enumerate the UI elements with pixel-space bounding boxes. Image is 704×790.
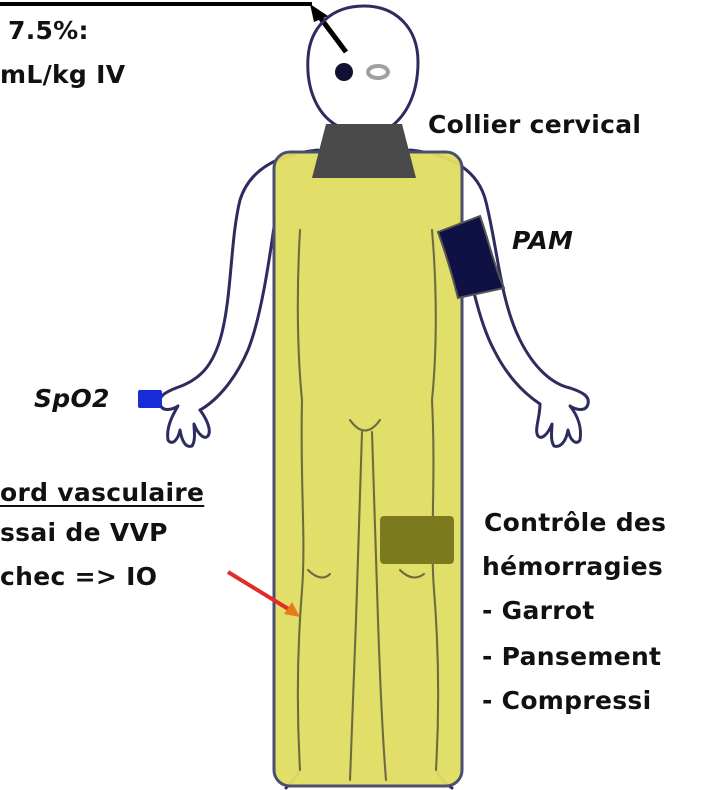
hemorrhage-title-line2: hémorragies <box>482 550 663 584</box>
hemorrhage-item-dressing: - Pansement <box>482 640 661 674</box>
hemostatic-dressing <box>380 516 454 564</box>
hemorrhage-item-tourniquet: - Garrot <box>482 594 595 628</box>
bp-cuff-label: PAM <box>512 224 573 258</box>
collar-label: Collier cervical <box>428 108 641 142</box>
cervical-collar <box>312 124 416 178</box>
eye-dark-icon <box>335 63 353 81</box>
vascular-access-line2: chec => IO <box>0 560 157 594</box>
eye-light-icon <box>368 66 388 78</box>
vascular-access-line1: ssai de VVP <box>0 516 168 550</box>
spo2-probe <box>138 390 162 408</box>
hemorrhage-title-line1: Contrôle des <box>484 506 666 540</box>
hypertonic-label-line2: mL/kg IV <box>0 58 125 92</box>
hemorrhage-item-compression: - Compressi <box>482 684 651 718</box>
hypertonic-label-line1: 7.5%: <box>8 14 89 48</box>
spo2-label: SpO2 <box>34 382 110 416</box>
vascular-access-title: ord vasculaire <box>0 476 204 510</box>
